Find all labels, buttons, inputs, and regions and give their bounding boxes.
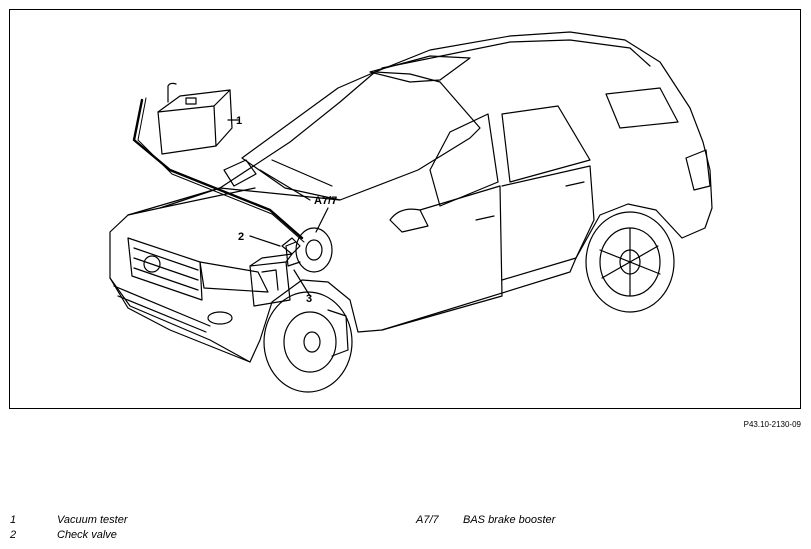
figure-frame: 1 A7/7 2 3 <box>9 9 801 409</box>
check-valve <box>281 237 301 255</box>
fog-light <box>207 311 233 325</box>
rear-door <box>501 165 595 281</box>
windshield <box>241 71 481 201</box>
callout-2: 2 <box>238 231 244 243</box>
front-side-window <box>429 113 499 207</box>
hood-line <box>127 187 341 216</box>
door-handle <box>565 181 585 187</box>
legend-number: 2 <box>10 529 17 541</box>
front-door <box>381 185 503 331</box>
tail-light <box>685 149 711 191</box>
cowl-vent <box>223 159 257 187</box>
legend-text: BAS brake booster <box>463 514 556 526</box>
brake-caliper <box>327 309 349 357</box>
callout-1: 1 <box>236 115 242 127</box>
quarter-window <box>605 87 679 129</box>
legend-number: A7/7 <box>416 514 439 526</box>
rear-side-window <box>501 105 591 183</box>
leader-line-2 <box>249 235 281 247</box>
door-handle <box>475 215 495 221</box>
leader-line-3 <box>293 269 311 297</box>
wiper <box>271 159 333 187</box>
brake-booster <box>295 227 333 273</box>
vacuum-hose <box>132 98 304 240</box>
legend-text: Vacuum tester <box>57 514 128 526</box>
front-grille <box>127 237 203 301</box>
vehicle-illustration: 1 A7/7 2 3 <box>109 31 713 393</box>
headlight <box>199 261 269 293</box>
wiper <box>259 169 311 201</box>
side-mirror <box>389 208 429 233</box>
roof-rail <box>381 39 651 69</box>
figure-id: P43.10-2130-09 <box>743 420 801 429</box>
hood-line <box>159 187 256 209</box>
rear-wheel <box>585 211 675 313</box>
brand-emblem <box>143 255 161 273</box>
legend-text: Check valve <box>57 529 117 541</box>
vacuum-tester <box>157 105 217 155</box>
callout-3: 3 <box>306 293 312 305</box>
legend-number: 1 <box>10 514 17 526</box>
leader-line-a77 <box>315 207 329 233</box>
sunroof <box>369 55 471 83</box>
callout-a77: A7/7 <box>314 195 337 207</box>
front-bumper <box>109 277 251 363</box>
front-wheel <box>263 291 353 393</box>
car-body-outline <box>109 31 713 363</box>
hydraulic-unit <box>249 261 291 307</box>
